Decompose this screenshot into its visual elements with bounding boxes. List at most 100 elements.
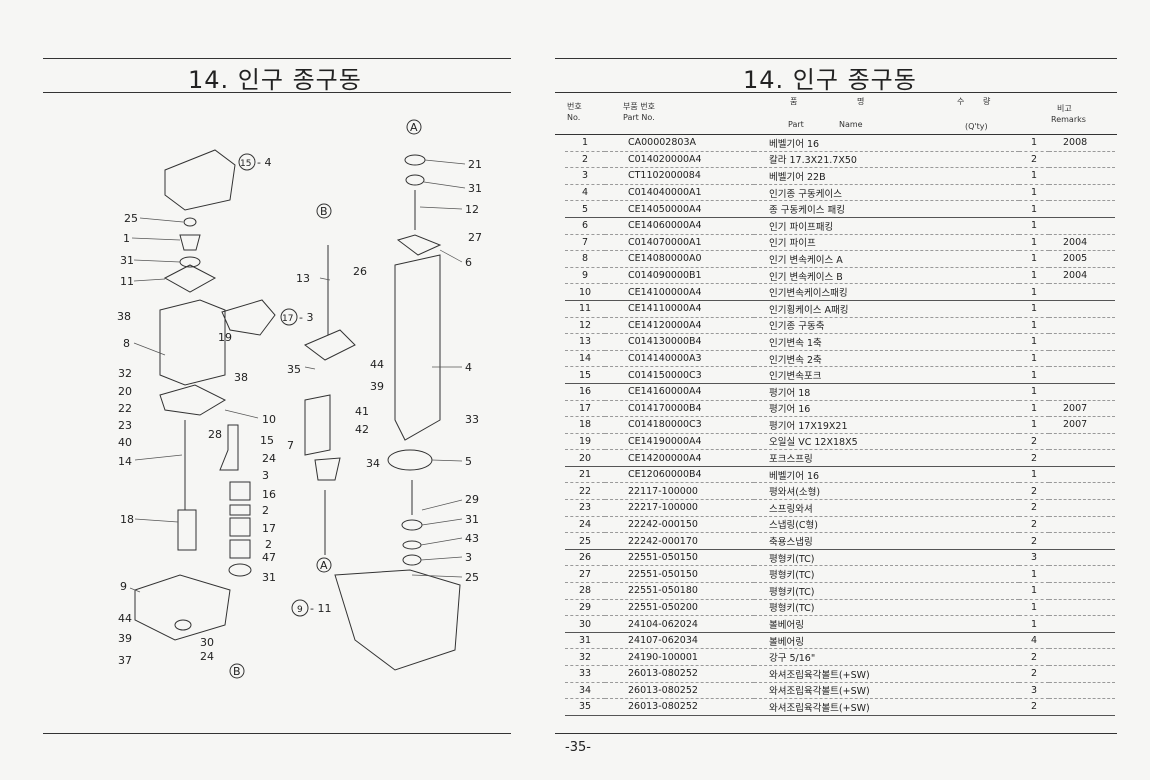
label-19: 19 [218,331,232,344]
part-quantity: 1 [1019,184,1049,202]
label-34: 34 [366,457,380,470]
part-number-index: 13 [565,333,605,351]
part-number-index: 16 [565,383,605,401]
label-callout-9: 9 [297,605,303,615]
part-number: CE14120000A4 [605,317,754,335]
label-1: 1 [123,232,130,245]
part-number-index: 2 [565,151,605,169]
label-24: 24 [262,452,276,465]
part-number: C014040000A1 [605,184,754,202]
part-quantity: 1 [1019,582,1049,600]
label-24b: 24 [200,650,214,663]
part-remarks [1049,466,1115,484]
part-number: 24104-062024 [605,615,754,633]
leader-6 [439,249,463,263]
gasket-10-drawing [159,384,227,416]
part-name: 인기 파이프패킹 [754,217,1019,235]
label-9: 9 [120,580,127,593]
part-name: 오일실 VC 12X18X5 [754,433,1019,451]
label-44a: 44 [370,358,384,371]
part-quantity: 3 [1019,549,1049,567]
flange-drawing [304,329,356,361]
header-remarks-ko: 비고 [1057,104,1072,113]
part-quantity: 4 [1019,632,1049,650]
part-remarks [1049,300,1115,318]
callout-15-circle [238,153,256,171]
label-43: 43 [465,532,479,545]
label-23: 23 [118,419,132,432]
part-remarks [1049,184,1115,202]
part-remarks: 2005 [1049,250,1115,268]
label-25: 25 [124,212,138,225]
label-37: 37 [118,654,132,667]
part-remarks [1049,317,1115,335]
right-title-top-rule [555,58,1117,59]
part-name: 와셔조립육각볼트(+SW) [754,698,1019,716]
part-remarks [1049,682,1115,700]
part-remarks: 2007 [1049,416,1115,434]
label-17-3: - 3 [299,311,313,324]
part-quantity: 3 [1019,682,1049,700]
part-remarks [1049,283,1115,301]
callout-9-circle [291,599,309,617]
leader-5 [431,459,463,462]
part-remarks [1049,333,1115,351]
part-number-index: 15 [565,366,605,384]
label-35: 35 [287,363,301,376]
part-name: 볼베어링 [754,632,1019,650]
part-number-index: 10 [565,283,605,301]
label-16: 16 [262,488,276,501]
part-number: CE14080000A0 [605,250,754,268]
header-no-en: No. [567,113,581,122]
leader-8 [133,342,166,356]
part-name: 평기어 18 [754,383,1019,401]
part-remarks [1049,350,1115,368]
header-no-ko: 번호 [567,102,582,111]
part-number-index: 32 [565,648,605,666]
part-remarks [1049,151,1115,169]
part-remarks [1049,599,1115,617]
label-25b: 25 [465,571,479,584]
part-number-index: 5 [565,200,605,218]
label-6: 6 [465,256,472,269]
part-quantity: 2 [1019,433,1049,451]
label-38: 38 [117,310,131,323]
part-remarks [1049,632,1115,650]
label-20: 20 [118,385,132,398]
page-number: -35- [565,740,591,755]
label-B-bottom: B [233,665,241,678]
part-name: 평와셔(소형) [754,482,1019,501]
part-number: 22117-100000 [605,482,754,501]
label-2b: 2 [265,538,272,551]
part-quantity: 2 [1019,499,1049,517]
part-number-index: 12 [565,317,605,335]
label-callout-15: 15 [240,159,251,169]
part-number: 26013-080252 [605,698,754,716]
part-number: CE14160000A4 [605,383,754,401]
part-quantity: 1 [1019,317,1049,335]
part-number: 22242-000170 [605,532,754,550]
label-31a: 31 [468,182,482,195]
part-quantity: 1 [1019,416,1049,434]
right-page: 14. 인구 종구동 번호 No. 부품 번호 Part No. 품 명 Par… [555,0,1150,780]
part-number-index: 18 [565,416,605,434]
part-remarks [1049,449,1115,467]
part-remarks [1049,516,1115,534]
part-number: C014180000C3 [605,416,754,434]
label-22: 22 [118,402,132,415]
label-3: 3 [262,469,269,482]
part-number-index: 9 [565,267,605,285]
part-number-index: 8 [565,250,605,268]
label-31b: 31 [465,513,479,526]
label-7: 7 [287,439,294,452]
